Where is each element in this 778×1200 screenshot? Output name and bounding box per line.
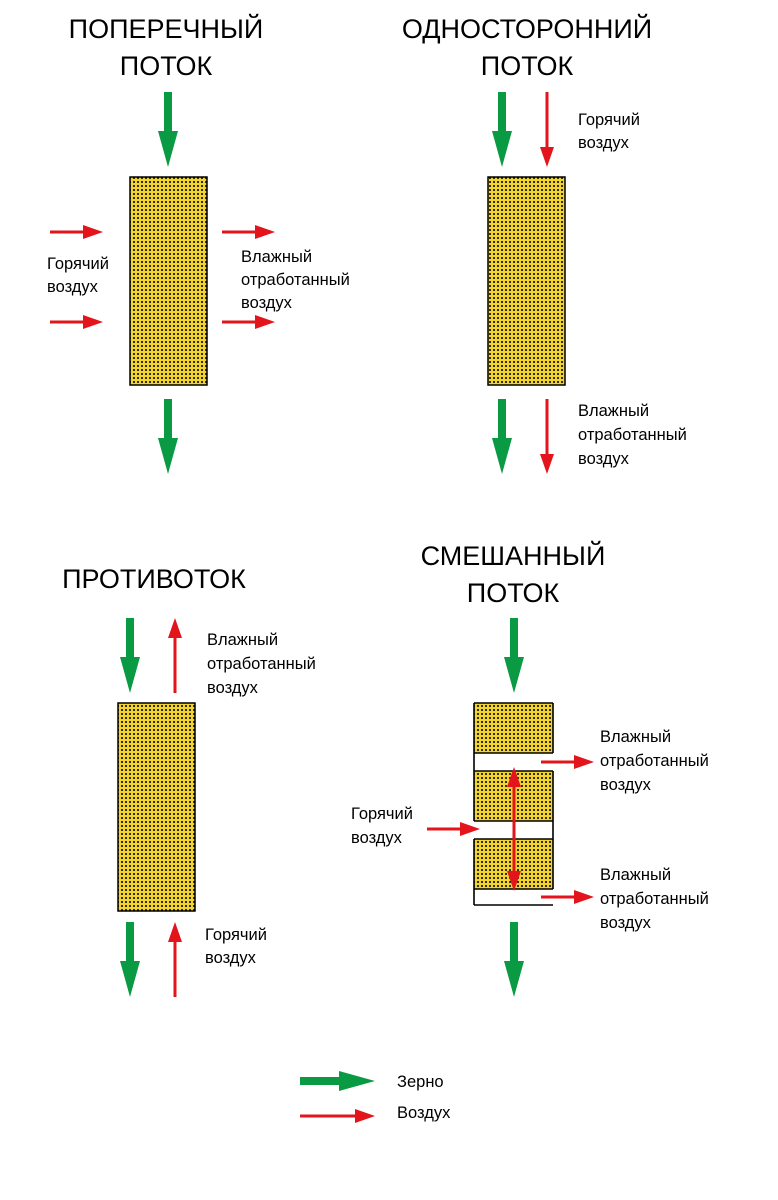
cross-exhaust-arrow-bottom [222, 315, 275, 329]
arrow-head [492, 438, 512, 474]
mixed-exhaust-top-label-1: Влажный [600, 728, 671, 746]
arrow-head [255, 315, 275, 329]
concurrent-grain-in-arrow [492, 92, 512, 167]
concurrent-exhaust-label-2: отработанный [578, 426, 687, 444]
concurrent-hot-air-label-1: Горячий [578, 111, 640, 129]
arrow-head [83, 315, 103, 329]
cross-exhaust-label-3: воздух [241, 294, 293, 312]
mixed-exhaust-top-label-2: отработанный [600, 752, 709, 770]
mixed-exhaust-bottom-label-1: Влажный [600, 866, 671, 884]
mixed-title-line2: ПОТОК [467, 578, 560, 608]
concurrent-title-line1: ОДНОСТОРОННИЙ [402, 13, 652, 44]
counter-hot-air-label-2: воздух [205, 949, 257, 967]
mixed-exhaust-bottom-label-3: воздух [600, 914, 652, 932]
counter-exhaust-label-2: отработанный [207, 655, 316, 673]
panel-concurrent-flow: ОДНОСТОРОННИЙ ПОТОК Горячий воздух Влажн… [402, 13, 687, 474]
concurrent-grain-out-arrow [492, 399, 512, 474]
mixed-exhaust-arrow-top [541, 755, 594, 769]
arrow-head [507, 767, 521, 787]
cross-hot-air-label-1: Горячий [47, 255, 109, 273]
legend-air-arrow [300, 1109, 375, 1123]
mixed-inner-down-arrow [507, 829, 521, 891]
panel-cross-flow: ПОПЕРЕЧНЫЙ ПОТОК Горячий воздух Влажный … [47, 13, 350, 474]
arrow-head [574, 755, 594, 769]
mixed-hot-air-arrow [427, 822, 480, 836]
arrow-head [504, 961, 524, 997]
cross-grain-out-arrow [158, 399, 178, 474]
counter-grain-column [117, 702, 196, 912]
counter-grain-in-arrow [120, 618, 140, 693]
cross-hot-air-arrow-top [50, 225, 103, 239]
concurrent-exhaust-label-3: воздух [578, 450, 630, 468]
cross-exhaust-label-1: Влажный [241, 248, 312, 266]
concurrent-hot-air-label-2: воздух [578, 134, 630, 152]
concurrent-exhaust-arrow [540, 399, 554, 474]
arrow-head [120, 657, 140, 693]
cross-grain-column [129, 176, 208, 386]
counter-exhaust-arrow [168, 618, 182, 693]
counter-exhaust-label-1: Влажный [207, 631, 278, 649]
legend-grain-label: Зерно [397, 1073, 444, 1091]
concurrent-grain-column [487, 176, 566, 386]
arrow-head [168, 922, 182, 942]
arrow-head [492, 131, 512, 167]
mixed-grain-in-arrow [504, 618, 524, 693]
legend-grain-arrow [300, 1071, 375, 1091]
cross-hot-air-label-2: воздух [47, 278, 99, 296]
panel-counter-flow: ПРОТИВОТОК Влажный отработанный воздух Г… [62, 564, 316, 997]
legend: Зерно Воздух [300, 1071, 451, 1123]
concurrent-title-line2: ПОТОК [481, 51, 574, 81]
counter-exhaust-label-3: воздух [207, 679, 259, 697]
counter-grain-out-arrow [120, 922, 140, 997]
cross-title-line1: ПОПЕРЕЧНЫЙ [69, 13, 264, 44]
panel-mixed-flow: СМЕШАННЫЙ ПОТОК Влажный отработанный воз… [351, 540, 709, 997]
arrow-head [540, 147, 554, 167]
cross-title-line2: ПОТОК [120, 51, 213, 81]
counter-title: ПРОТИВОТОК [62, 564, 246, 594]
arrow-head [168, 618, 182, 638]
arrow-head [255, 225, 275, 239]
arrow-head [83, 225, 103, 239]
legend-air-label: Воздух [397, 1104, 451, 1122]
arrow-head [507, 871, 521, 891]
arrow-head [460, 822, 480, 836]
cross-grain-in-arrow [158, 92, 178, 167]
mixed-exhaust-bottom-label-2: отработанный [600, 890, 709, 908]
counter-hot-air-arrow [168, 922, 182, 997]
mixed-exhaust-top-label-3: воздух [600, 776, 652, 794]
concurrent-exhaust-label-1: Влажный [578, 402, 649, 420]
mixed-inner-up-arrow [507, 767, 521, 829]
cross-exhaust-arrow-top [222, 225, 275, 239]
cross-exhaust-label-2: отработанный [241, 271, 350, 289]
arrow-head [355, 1109, 375, 1123]
mixed-hot-air-label-1: Горячий [351, 805, 413, 823]
arrow-head [339, 1071, 375, 1091]
arrow-head [504, 657, 524, 693]
counter-hot-air-label-1: Горячий [205, 926, 267, 944]
mixed-title-line1: СМЕШАННЫЙ [421, 540, 606, 571]
concurrent-hot-air-arrow [540, 92, 554, 167]
arrow-head [540, 454, 554, 474]
mixed-hot-air-label-2: воздух [351, 829, 403, 847]
arrow-head [574, 890, 594, 904]
mixed-grain-section-top [474, 703, 553, 753]
mixed-grain-out-arrow [504, 922, 524, 997]
mixed-exhaust-arrow-bottom [541, 890, 594, 904]
cross-hot-air-arrow-bottom [50, 315, 103, 329]
arrow-head [158, 131, 178, 167]
arrow-head [120, 961, 140, 997]
arrow-head [158, 438, 178, 474]
